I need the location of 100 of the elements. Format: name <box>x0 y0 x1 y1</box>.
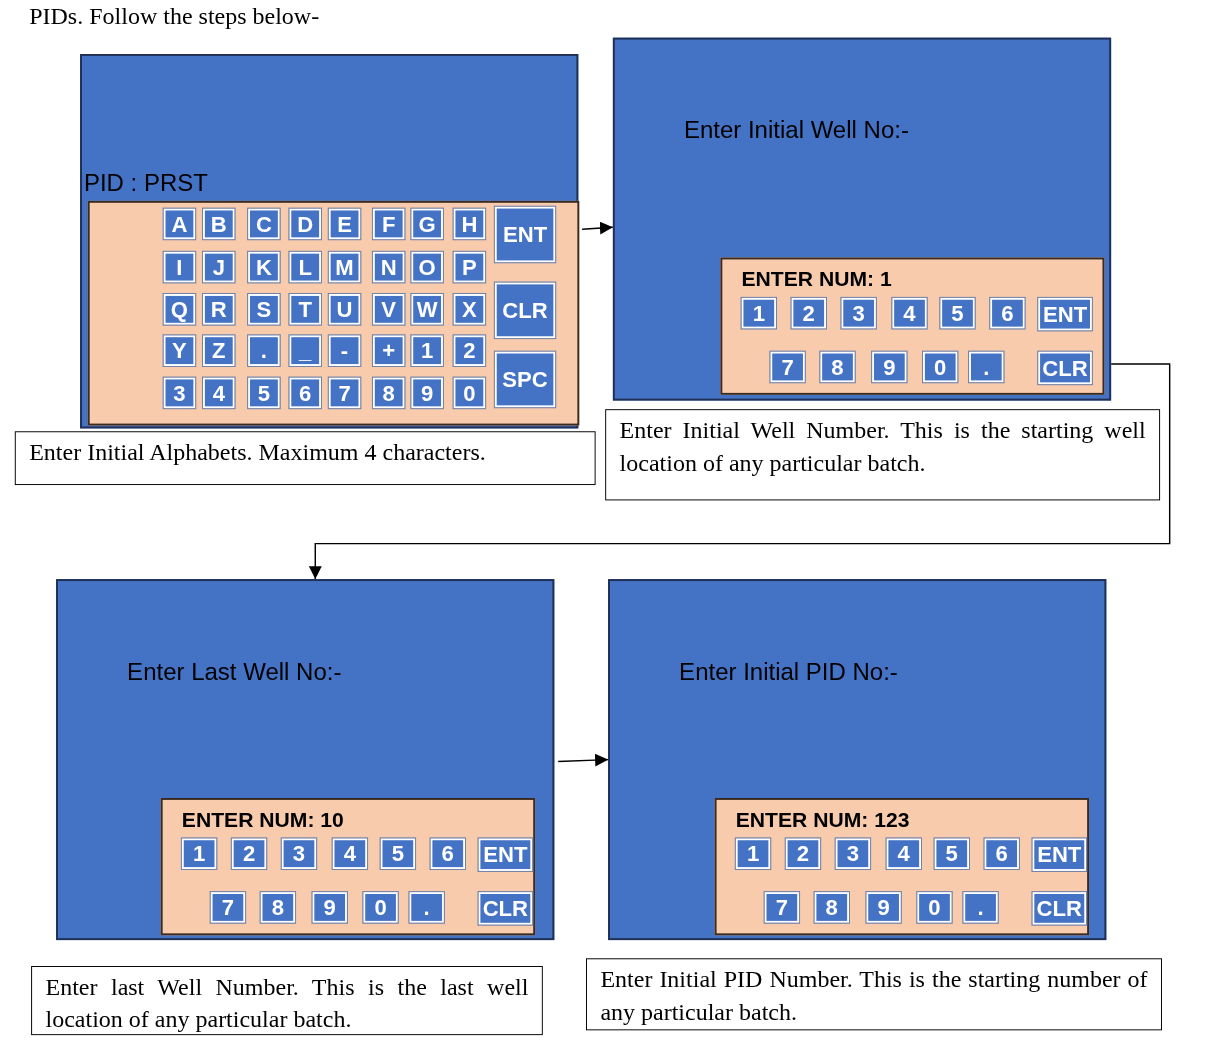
keypad-key: N <box>372 251 405 283</box>
keypad-key: 1 <box>181 838 217 870</box>
screen-display <box>608 579 1107 941</box>
keypad-key: X <box>453 294 486 325</box>
keypad-key: 4 <box>892 297 927 329</box>
arrow <box>308 363 1171 580</box>
keypad-key: 9 <box>411 377 443 409</box>
keypad-key: S <box>248 294 280 325</box>
screen-display <box>612 37 1112 401</box>
keypad-key: 8 <box>372 377 405 409</box>
keypad-key: M <box>328 251 361 283</box>
keypad-key: J <box>202 251 235 283</box>
keypad-key: CLR <box>494 282 556 339</box>
keypad-panel <box>720 257 1105 395</box>
keypad-key: D <box>289 208 322 240</box>
keypad-key: 6 <box>430 838 466 870</box>
keypad-key: 7 <box>210 892 246 923</box>
keypad-panel <box>714 798 1090 936</box>
keypad-key: K <box>248 251 280 283</box>
keypad-key: W <box>411 294 443 325</box>
keypad-key: - <box>328 335 361 366</box>
keypad-key: 9 <box>312 892 347 923</box>
keypad-key: 9 <box>866 892 901 923</box>
keypad-key: . <box>963 892 998 923</box>
keypad-key: ENT <box>1038 297 1092 331</box>
keypad-key: 4 <box>886 838 922 870</box>
keypad-key: 5 <box>940 297 975 329</box>
keypad-key: 1 <box>735 838 771 870</box>
prompt-text: PID : PRST <box>83 169 208 198</box>
keypad-key: P <box>453 251 486 283</box>
description-box: Enter last Well Number. This is the last well location of any particular batch. <box>31 966 543 1036</box>
keypad-key: G <box>411 208 443 240</box>
keypad-key: 3 <box>841 297 876 329</box>
keypad-key: U <box>328 294 361 325</box>
keypad-key: 5 <box>380 838 416 870</box>
keypad-key: . <box>409 892 444 923</box>
prompt-text: Enter Initial Well No:- <box>683 116 909 145</box>
screen-display <box>80 54 579 429</box>
keypad-heading: ENTER NUM: 123 <box>735 807 910 833</box>
keypad-key: 7 <box>328 377 361 409</box>
keypad-key: 8 <box>260 892 296 923</box>
description-box: Enter Initial Alphabets. Maximum 4 characters. <box>14 431 596 486</box>
keypad-key: F <box>372 208 405 240</box>
keypad-key: 6 <box>984 838 1019 870</box>
keypad-key: + <box>372 335 405 366</box>
keypad-key: . <box>969 351 1004 383</box>
keypad-key: 0 <box>363 892 398 923</box>
arrow <box>557 753 609 767</box>
keypad-key: L <box>289 251 322 283</box>
keypad-key: H <box>453 208 486 240</box>
keypad-key: . <box>248 335 280 366</box>
keypad-key: ENT <box>1032 838 1087 871</box>
keypad-heading: ENTER NUM: 1 <box>741 267 892 293</box>
keypad-key: B <box>202 208 235 240</box>
keypad-key: 7 <box>764 892 800 923</box>
description-box: Enter Initial Well Number. This is the starting well location of any particular batch. <box>605 409 1161 501</box>
keypad-key: CLR <box>478 892 533 925</box>
keypad-key: 0 <box>453 377 486 409</box>
keypad-key: 2 <box>453 335 486 366</box>
arrow <box>581 221 614 235</box>
keypad-key: Z <box>202 335 235 366</box>
keypad-key: 1 <box>411 335 443 366</box>
keypad-key: Q <box>163 294 196 325</box>
keypad-panel <box>160 798 536 936</box>
keypad-key: 2 <box>231 838 267 870</box>
prompt-text: Enter Initial PID No:- <box>679 657 898 686</box>
keypad-key: 8 <box>814 892 850 923</box>
keypad-key: 5 <box>248 377 280 409</box>
keypad-key: I <box>163 251 196 283</box>
keypad-key: 3 <box>835 838 871 870</box>
keypad-key: E <box>328 208 361 240</box>
keypad-key: CLR <box>1032 892 1087 925</box>
keypad-key: CLR <box>1038 351 1092 385</box>
keypad-key: 0 <box>917 892 952 923</box>
keypad-panel <box>87 200 580 426</box>
keypad-key: R <box>202 294 235 325</box>
keypad-key: SPC <box>494 351 556 408</box>
keypad-key: _ <box>289 335 322 366</box>
keypad-key: 8 <box>820 351 855 383</box>
description-box: Enter Initial PID Number. This is the starting number of any particular batch. <box>586 958 1162 1031</box>
prompt-text: Enter Last Well No:- <box>127 657 342 686</box>
keypad-key: 1 <box>741 297 777 329</box>
keypad-key: 3 <box>163 377 196 409</box>
keypad-key: ENT <box>494 206 556 263</box>
keypad-key: C <box>248 208 280 240</box>
keypad-key: 0 <box>922 351 958 383</box>
keypad-key: 2 <box>785 838 821 870</box>
keypad-key: V <box>372 294 405 325</box>
keypad-key: 2 <box>791 297 826 329</box>
keypad-key: O <box>411 251 443 283</box>
keypad-key: Y <box>163 335 196 366</box>
keypad-key: T <box>289 294 322 325</box>
keypad-key: 5 <box>934 838 970 870</box>
keypad-heading: ENTER NUM: 10 <box>181 807 344 833</box>
keypad-key: 6 <box>289 377 322 409</box>
screen-display <box>56 579 555 941</box>
keypad-key: A <box>163 208 196 240</box>
intro-text: PIDs. Follow the steps below- <box>29 3 320 30</box>
keypad-key: ENT <box>478 838 533 871</box>
keypad-key: 7 <box>770 351 805 383</box>
